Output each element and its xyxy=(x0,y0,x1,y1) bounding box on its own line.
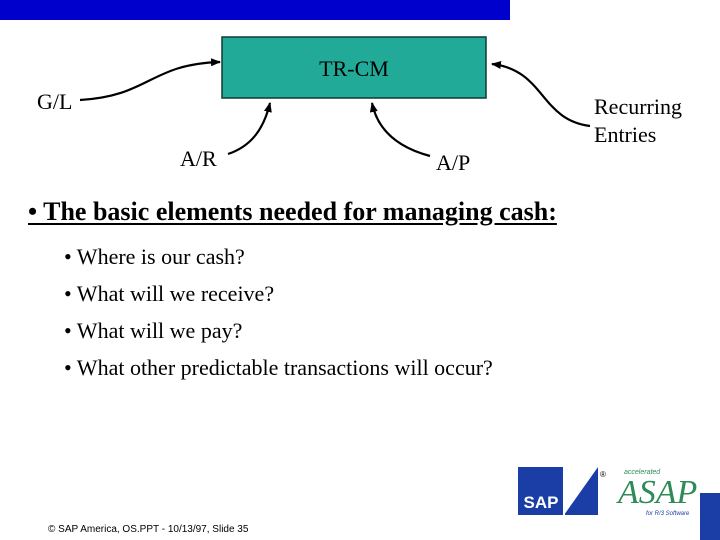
asap-logo: accelerated ASAP for R/3 Software xyxy=(614,466,698,520)
ap-arrow xyxy=(369,102,431,158)
bullet-item: • Where is our cash? xyxy=(64,244,245,269)
bullet-list: • Where is our cash? • What will we rece… xyxy=(64,238,493,386)
bullet-item: • What other predictable transactions wi… xyxy=(64,355,493,380)
ap-label: A/P xyxy=(436,150,471,175)
bullet-item: • What will we pay? xyxy=(64,318,243,343)
bullet-item: • What will we receive? xyxy=(64,281,275,306)
footer-copyright: © SAP America, OS.PPT - 10/13/97, Slide … xyxy=(48,524,249,535)
sap-logo: SAP xyxy=(518,467,598,515)
registered-mark: ® xyxy=(600,470,606,479)
sap-logo-stripes xyxy=(518,467,598,515)
sap-logo-text: SAP xyxy=(523,493,559,512)
gl-arrow xyxy=(79,58,221,102)
asap-wordmark: ASAP xyxy=(618,474,698,511)
gl-label: G/L xyxy=(37,89,73,114)
tr-cm-box xyxy=(221,36,487,99)
recurring-entries-label: Recurring Entries xyxy=(594,94,682,147)
asap-tagline: for R/3 Software xyxy=(646,511,690,517)
corner-accent-block xyxy=(700,493,720,540)
slide-heading: • The basic elements needed for managing… xyxy=(28,197,557,226)
ar-arrow xyxy=(227,102,272,156)
top-accent-bar xyxy=(0,0,510,20)
tr-cm-label: TR-CM xyxy=(319,56,389,81)
asap-small-text: accelerated xyxy=(624,469,661,476)
recurring-arrow xyxy=(491,61,591,128)
ar-label: A/R xyxy=(180,146,217,171)
